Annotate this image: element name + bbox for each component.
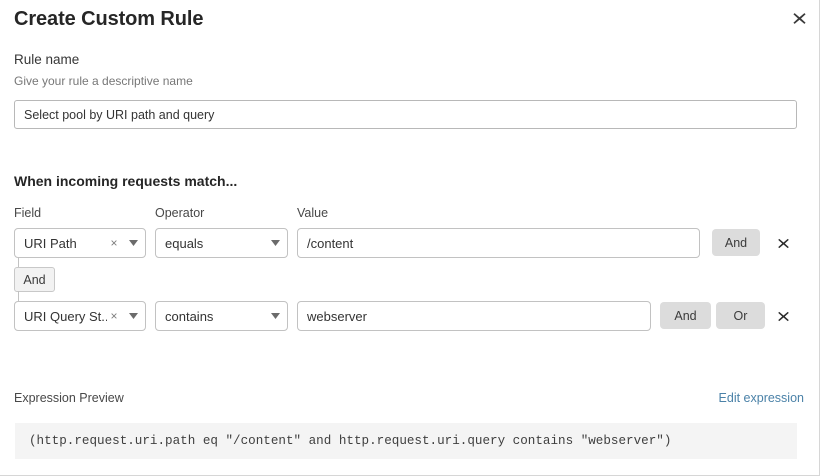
row-2-and-button[interactable]: And (660, 302, 711, 329)
connector-and-button[interactable]: And (14, 267, 55, 292)
value-input-2[interactable] (297, 301, 651, 331)
field-select-2[interactable]: URI Query St... × (14, 301, 146, 331)
chevron-down-icon[interactable] (121, 302, 145, 330)
field-select-1[interactable]: URI Path × (14, 228, 146, 258)
connector-line-bottom (18, 291, 19, 301)
column-header-value: Value (297, 206, 329, 220)
field-select-2-value: URI Query St... (24, 308, 107, 324)
operator-select-1[interactable]: equals (155, 228, 288, 258)
expression-preview-label: Expression Preview (14, 391, 124, 405)
expression-preview-box: (http.request.uri.path eq "/content" and… (15, 423, 797, 459)
value-input-1[interactable] (297, 228, 700, 258)
row-1-remove-button[interactable] (772, 232, 794, 254)
remove-icon (777, 311, 789, 321)
row-1-and-button[interactable]: And (712, 229, 760, 256)
edit-expression-link[interactable]: Edit expression (718, 391, 804, 405)
match-section-heading: When incoming requests match... (14, 173, 238, 189)
column-header-operator: Operator (155, 206, 205, 220)
chevron-down-icon[interactable] (263, 302, 287, 330)
expression-preview-code: (http.request.uri.path eq "/content" and… (29, 434, 672, 448)
condition-row: URI Query St... × contains And Or (0, 301, 819, 331)
chevron-down-icon[interactable] (263, 229, 287, 257)
field-select-1-value: URI Path (24, 235, 77, 251)
close-icon (792, 12, 806, 24)
field-select-2-clear-icon[interactable]: × (110, 309, 118, 323)
column-header-field: Field (14, 206, 42, 220)
remove-icon (777, 238, 789, 248)
chevron-down-icon[interactable] (121, 229, 145, 257)
rule-name-label: Rule name (14, 52, 80, 67)
connector-line-top (18, 258, 19, 268)
rule-name-input[interactable] (14, 100, 797, 129)
rule-name-help-text: Give your rule a descriptive name (14, 74, 193, 88)
dialog-title: Create Custom Rule (14, 8, 204, 30)
close-dialog-button[interactable] (787, 6, 811, 30)
operator-select-2-value: contains (165, 308, 214, 324)
row-2-remove-button[interactable] (772, 305, 794, 327)
operator-select-1-value: equals (165, 235, 204, 251)
operator-select-2[interactable]: contains (155, 301, 288, 331)
row-2-or-button[interactable]: Or (716, 302, 765, 329)
field-select-1-clear-icon[interactable]: × (110, 236, 118, 250)
condition-row: URI Path × equals And (0, 228, 819, 258)
